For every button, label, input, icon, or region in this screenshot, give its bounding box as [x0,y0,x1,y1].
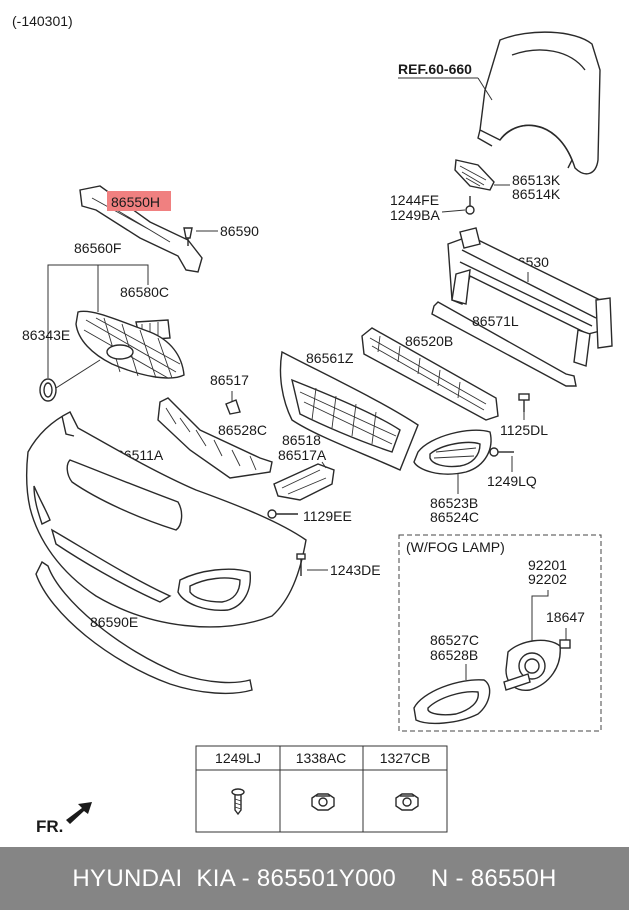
reference-leader [477,77,493,101]
lower-grille [279,350,419,471]
footer-bar: HYUNDAI KIA - 865501Y000 N - 86550H [0,847,629,910]
fog-lamp-bulb-icon [559,639,571,649]
label-1129EE: 1129EE [303,508,352,524]
label-86590: 86590 [220,223,259,239]
date-code-label: (-140301) [12,13,73,29]
energy-absorber-rod [431,301,577,387]
label-92202: 92202 [528,571,567,587]
label-1249LQ: 1249LQ [487,473,537,489]
label-86513K: 86513K [512,172,561,188]
fastener-table: 1249LJ 1338AC 1327CB [195,745,448,833]
side-bracket [454,159,495,191]
fog-lamp-title: (W/FOG LAMP) [406,539,505,555]
label-86517A: 86517A [278,447,327,463]
emblem-icon [106,344,134,360]
fog-lamp-option-box [398,534,602,732]
reference-label: REF.60-660 [398,61,472,77]
label-1125DL: 1125DL [500,422,548,438]
label-86550H: 86550H [111,194,160,210]
label-86523B: 86523B [430,495,478,511]
label-1249BA: 1249BA [390,207,440,223]
fender-panel [477,31,601,175]
screw-1129EE-icon [267,509,298,519]
lower-side-bracket [157,397,273,479]
label-18647: 18647 [546,609,585,625]
label-92201: 92201 [528,557,567,573]
upper-grille [75,310,185,379]
screw-icon [465,196,475,215]
fastener-header-3: 1327CB [380,750,431,766]
bolt-1125DL-icon [518,393,530,412]
front-arrow-icon [66,802,92,824]
label-86528B: 86528B [430,647,478,663]
front-direction-label: FR. [36,817,63,836]
fastener-header-1: 1249LJ [215,750,261,766]
label-86580C: 86580C [120,284,169,300]
clip-icon [183,227,193,246]
emblem-badge-icon [39,378,57,402]
label-86514K: 86514K [512,186,561,202]
fastener-header-2: 1338AC [296,750,347,766]
label-86527C: 86527C [430,632,479,648]
label-86528C: 86528C [218,422,267,438]
label-86560F: 86560F [74,240,121,256]
label-1244FE: 1244FE [390,192,439,208]
bumper-absorber [361,327,499,421]
lower-lip-molding [35,560,253,695]
bumper-beam [447,227,613,367]
screw-1249LJ-icon [231,788,245,816]
screw-1249LQ-icon [489,447,514,457]
front-bumper-cover [25,411,307,628]
label-86343E: 86343E [22,327,70,343]
cover-86517 [225,399,241,415]
label-86571L: 86571L [472,313,519,329]
label-86590E: 86590E [90,614,138,630]
label-86520B: 86520B [405,333,453,349]
label-1243DE: 1243DE [330,562,381,578]
bolt-1243DE-icon [296,553,306,576]
nut-1338AC-icon [311,793,335,811]
label-86561Z: 86561Z [306,350,354,366]
fog-lamp-bezel [413,679,491,725]
highlighted-part-badge [107,191,171,211]
bracket-86518 [273,463,335,501]
label-86518: 86518 [282,432,321,448]
label-86517: 86517 [210,372,249,388]
footer-part-number: HYUNDAI KIA - 865501Y000 N - 86550H [72,865,557,892]
nut-1327CB-icon [395,793,419,811]
fog-lamp-assembly [503,639,561,691]
label-86524C: 86524C [430,509,479,525]
fog-lamp-cover [413,429,492,475]
